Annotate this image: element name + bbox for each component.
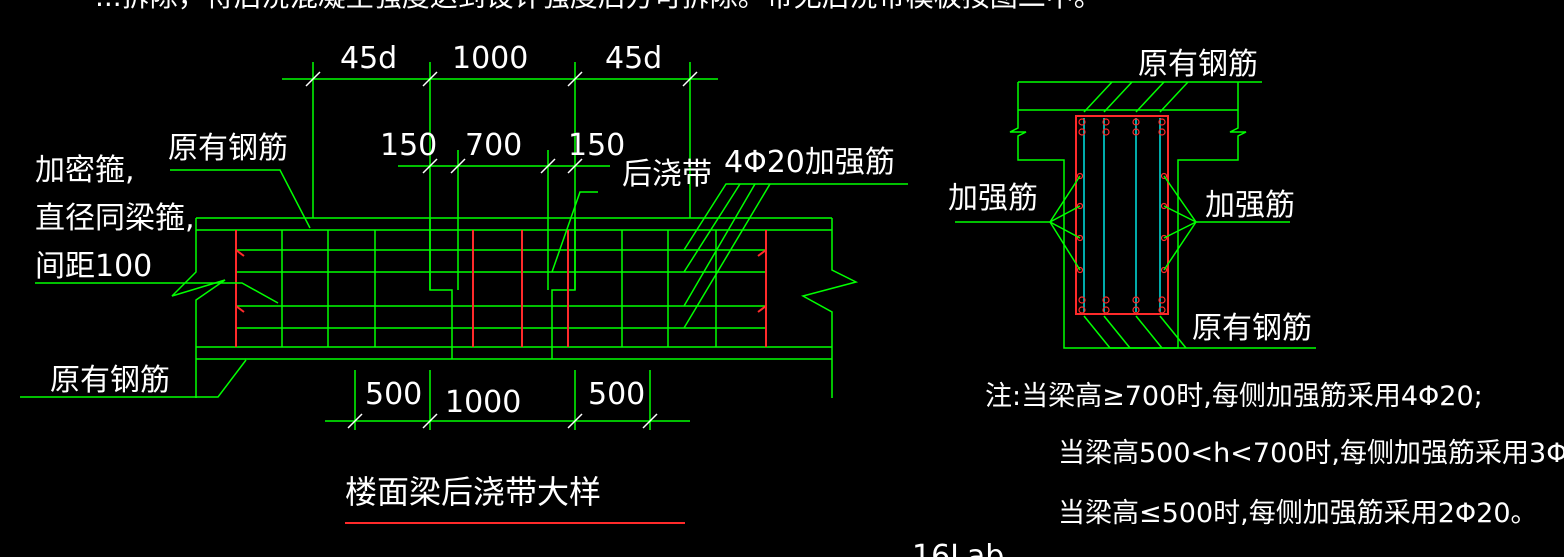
section-label-reinf-left: 加强筋 [948, 181, 1038, 216]
label-dense-stirrup-line3: 间距100 [35, 249, 152, 284]
partial-text-bottom: 16Lab [912, 539, 1004, 557]
section-label-existing-bottom: 原有钢筋 [1192, 311, 1312, 346]
mid-dim-left: 150 [380, 128, 437, 163]
label-dense-stirrup-line1: 加密箍, [35, 153, 135, 188]
header-text: ...拆除，待后浇混凝土强度达到设计强度后方可拆除。带无后浇带模板按图二中。 [95, 0, 1102, 13]
bottom-dim-left: 500 [365, 377, 422, 412]
top-dim-center: 1000 [452, 41, 528, 76]
top-dim-left: 45d [340, 41, 397, 76]
note-line-3: 当梁高≤500时,每侧加强筋采用2Φ20。 [1058, 498, 1538, 529]
label-dense-stirrup-line2: 直径同梁箍, [35, 201, 195, 236]
note-line-2: 当梁高500<h<700时,每侧加强筋采用3Φ20; [1058, 438, 1564, 469]
bottom-dim-right: 500 [588, 377, 645, 412]
detail-title: 楼面梁后浇带大样 [345, 473, 601, 511]
beam-section-detail: 原有钢筋 加强筋 加强筋 原有钢筋 [948, 47, 1316, 349]
section-label-reinf-right: 加强筋 [1205, 188, 1295, 223]
label-reinforcement-bars: 4Φ20加强筋 [724, 145, 895, 180]
notes-block: 注:当梁高≥700时,每侧加强筋采用4Φ20; 当梁高500<h<700时,每侧… [985, 381, 1564, 529]
top-dim-right: 45d [605, 41, 662, 76]
note-line-1: 注:当梁高≥700时,每侧加强筋采用4Φ20; [985, 381, 1483, 412]
mid-dim-center: 700 [465, 128, 522, 163]
beam-elevation-detail: 45d 1000 45d 150 700 150 [20, 41, 908, 524]
label-post-pour-band: 后浇带 [622, 157, 712, 192]
mid-dim-right: 150 [568, 128, 625, 163]
bottom-dim-center: 1000 [445, 385, 521, 420]
label-existing-rebar-top: 原有钢筋 [168, 131, 288, 166]
label-existing-rebar-bottom: 原有钢筋 [50, 363, 170, 398]
section-label-existing-top: 原有钢筋 [1138, 47, 1258, 82]
